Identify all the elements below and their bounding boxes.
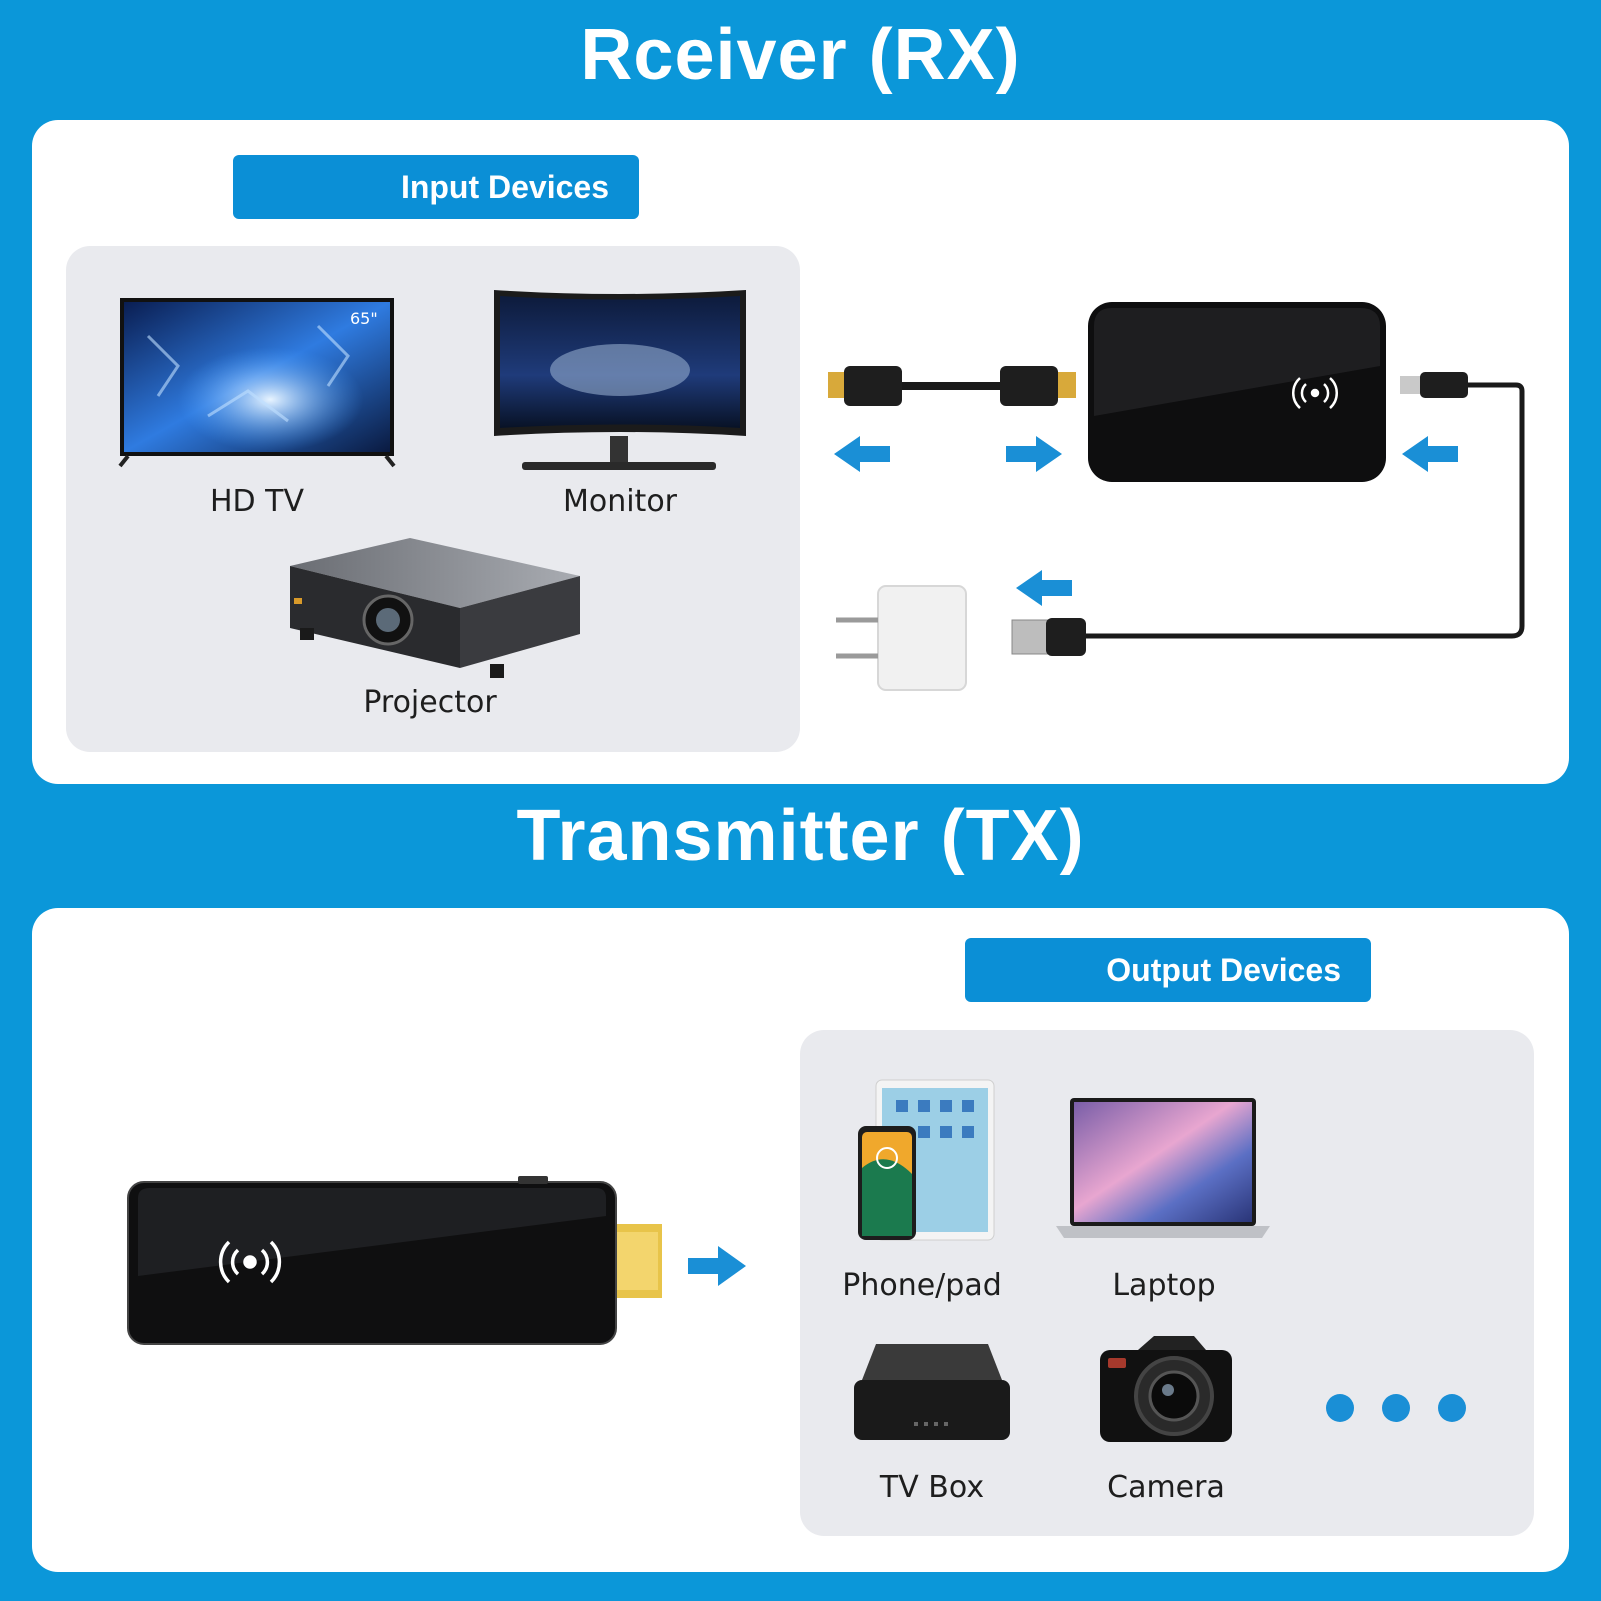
wireless-signal-icon [218, 1240, 282, 1284]
monitor-label: Monitor [562, 484, 678, 519]
laptop-image [1056, 1098, 1270, 1238]
camera-label: Camera [1107, 1470, 1225, 1505]
arrow-left-icon [1402, 436, 1458, 472]
rx-connection-diagram [828, 302, 1525, 691]
input-devices-label: Input Devices [233, 155, 639, 219]
tv-size-badge: 65" [350, 309, 378, 328]
transmitter-dongle-image [127, 1176, 746, 1345]
laptop-label: Laptop [1112, 1268, 1216, 1303]
arrow-left-icon [834, 436, 890, 472]
projector-label: Projector [363, 685, 497, 720]
camera-image [1100, 1336, 1232, 1442]
arrow-right-icon [1006, 436, 1062, 472]
output-devices-label: Output Devices [965, 938, 1371, 1002]
arrow-left-icon [1016, 570, 1072, 606]
hd-tv-label: HD TV [209, 484, 305, 519]
tx-title: Transmitter (TX) [516, 796, 1085, 876]
rx-title: Rceiver (RX) [580, 15, 1021, 95]
arrow-right-icon [688, 1246, 746, 1286]
projector-image [290, 538, 580, 678]
more-dots-icon [1326, 1394, 1466, 1422]
hd-tv-image: 65" [118, 298, 396, 468]
tv-box-image [854, 1344, 1010, 1440]
wireless-signal-icon [1291, 377, 1339, 409]
phone-pad-label: Phone/pad [842, 1268, 1002, 1303]
phone-pad-image [858, 1079, 995, 1241]
tv-box-label: TV Box [879, 1470, 985, 1505]
monitor-image [494, 290, 746, 470]
